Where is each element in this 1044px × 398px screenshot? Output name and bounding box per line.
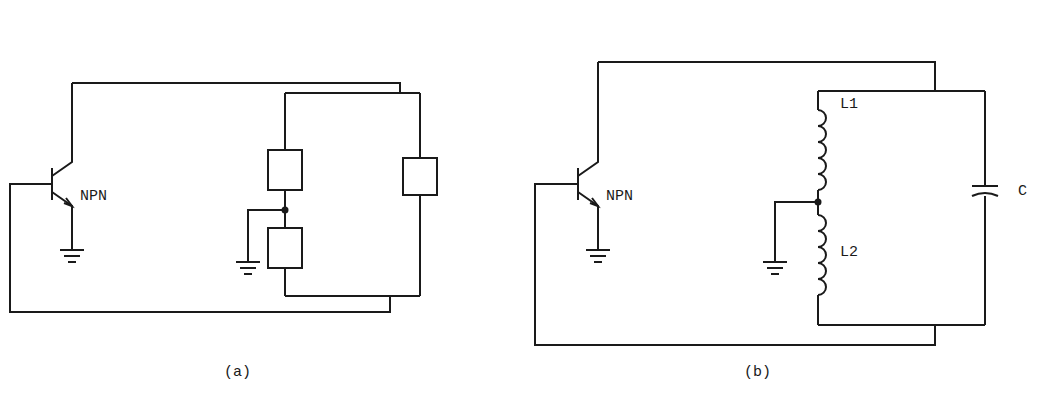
left-branch-wire <box>284 93 286 296</box>
ground-symbol <box>586 250 610 262</box>
inductor-coil <box>818 215 826 295</box>
transistor-type: NPN <box>604 188 635 205</box>
emitter-lead <box>52 192 72 250</box>
emitter-arrow <box>590 198 598 206</box>
impedance-box <box>268 150 302 190</box>
figure-label: (b) <box>742 364 773 381</box>
capacitor-label: C <box>1016 183 1029 200</box>
ground-symbol <box>60 250 84 262</box>
base-feedback-wire <box>10 184 390 312</box>
impedance-box <box>403 158 437 195</box>
figure-label: (a) <box>222 364 253 381</box>
impedance-box <box>268 228 302 268</box>
inductor-label: L2 <box>838 244 860 261</box>
capacitor-leads <box>984 91 986 325</box>
ground-wire <box>775 202 818 262</box>
ground-symbol <box>236 262 260 274</box>
collector-lead <box>578 62 598 176</box>
inductor-label: L1 <box>838 96 860 113</box>
collector-wire <box>598 62 935 91</box>
base-feedback-wire <box>535 184 935 345</box>
ground-wire <box>248 210 285 262</box>
emitter-lead <box>578 192 598 250</box>
collector-wire <box>72 83 400 93</box>
emitter-arrow <box>64 198 72 206</box>
capacitor-symbol <box>972 186 998 196</box>
ground-symbol <box>763 262 787 274</box>
tank-rails <box>818 91 985 325</box>
collector-lead <box>52 83 72 176</box>
inductor-coil <box>818 110 826 190</box>
transistor-type: NPN <box>78 188 109 205</box>
network-rails <box>285 93 420 296</box>
